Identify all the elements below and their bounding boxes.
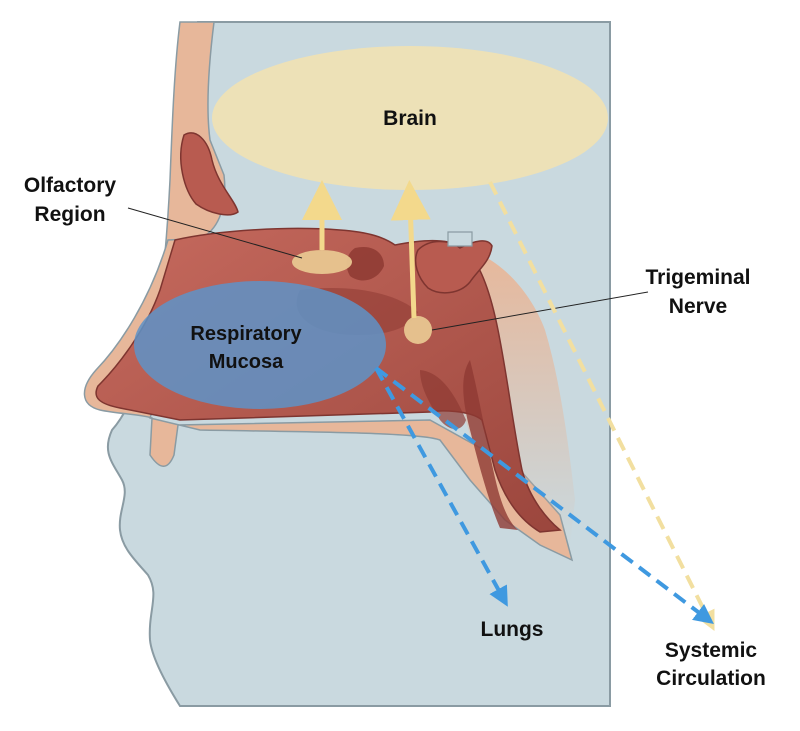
pharynx xyxy=(463,360,518,530)
trigeminal-nerve-spot xyxy=(404,316,432,344)
superior-turbinate xyxy=(346,246,384,281)
inferior-turbinate xyxy=(420,370,466,429)
olfactory-leader-line xyxy=(127,207,303,259)
respiratory-mucosa-region xyxy=(134,281,386,409)
label-respiratory-line2: Mucosa xyxy=(209,351,284,373)
brain-region xyxy=(212,46,608,190)
label-systemic-line1: Systemic xyxy=(665,639,758,662)
trigeminal-leader-line xyxy=(431,291,649,331)
label-systemic-line2: Circulation xyxy=(656,667,766,690)
olfactory-region-spot xyxy=(292,250,352,274)
label-trigeminal-line1: Trigeminal xyxy=(645,266,750,289)
label-olfactory-line1: Olfactory xyxy=(24,174,117,197)
label-olfactory-line2: Region xyxy=(34,203,105,226)
trigeminal-to-brain-arrow xyxy=(390,180,431,319)
label-lungs: Lungs xyxy=(481,618,544,641)
label-trigeminal-line2: Nerve xyxy=(669,295,727,318)
mucosa-to-systemic-arrow xyxy=(374,366,714,625)
frontal-sinus xyxy=(180,132,239,216)
label-respiratory-line1: Respiratory xyxy=(190,323,302,345)
brain-to-systemic-arrow xyxy=(488,181,715,631)
sphenoid-notch xyxy=(447,231,473,247)
label-brain: Brain xyxy=(383,107,437,130)
